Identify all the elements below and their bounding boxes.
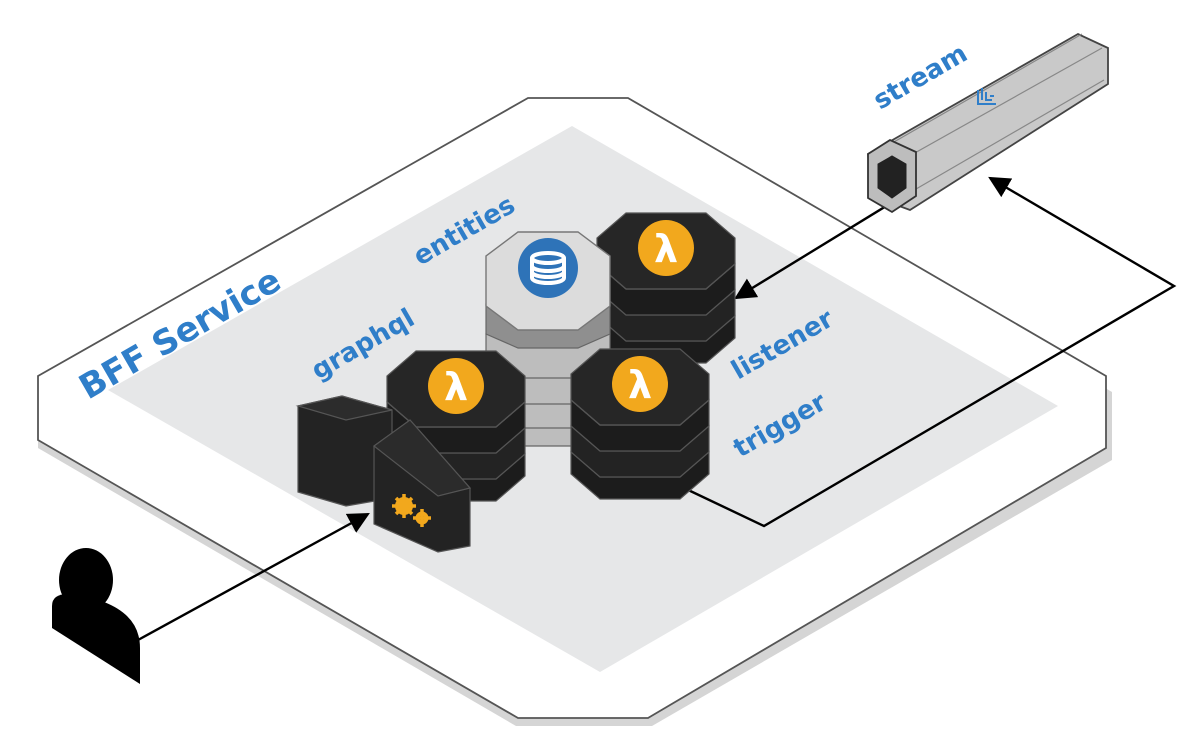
connectors [137, 176, 1177, 642]
gears-icon [392, 494, 431, 527]
listener-lambda [596, 212, 736, 364]
trigger-lambda [570, 348, 710, 500]
stream-pipe [867, 32, 1109, 214]
user-to-api-arrow [137, 512, 370, 642]
database-icon [518, 238, 578, 298]
stream-to-listener-arrow [734, 198, 897, 300]
api-gateway [295, 395, 472, 553]
user-icon [52, 548, 140, 684]
kinesis-icon [977, 88, 996, 105]
trigger-to-stream-arrow [683, 176, 1177, 528]
